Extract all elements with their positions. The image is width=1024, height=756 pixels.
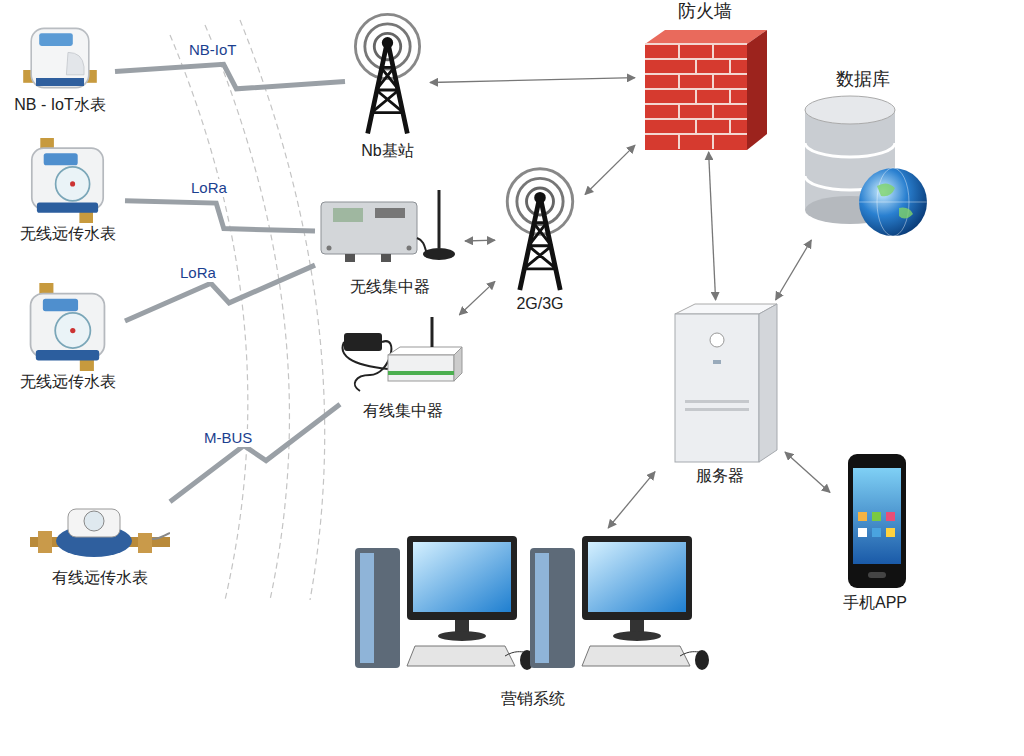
meter-node: 有线远传水表	[30, 495, 170, 589]
device-label: 手机APP	[830, 592, 920, 614]
dashed-arc	[205, 25, 289, 600]
data-arrow	[459, 281, 495, 315]
device-illustration	[635, 22, 775, 152]
wireless-link	[170, 404, 340, 502]
protocol-label: M-BUS	[201, 429, 255, 447]
database-icon	[795, 90, 930, 240]
protocol-label: LoRa	[177, 264, 219, 282]
device-illustration	[315, 188, 465, 276]
device-illustration	[355, 528, 710, 688]
device-illustration	[495, 163, 585, 293]
device-illustration	[340, 315, 465, 400]
dashed-arc	[240, 20, 325, 600]
device-label: 无线远传水表	[10, 223, 125, 245]
device-label: Nb基站	[345, 140, 430, 162]
device-label: 有线远传水表	[30, 567, 170, 589]
tower-icon	[345, 5, 430, 140]
data-arrow	[465, 240, 495, 242]
wireless-link	[125, 201, 315, 231]
protocol-label: LoRa	[188, 179, 230, 197]
device-label: NB - IoT水表	[5, 94, 115, 116]
firewall-node: 防火墙	[635, 0, 775, 152]
concentrator-node: 无线集中器	[315, 188, 465, 298]
server-node: 服务器	[655, 300, 785, 487]
server-icon	[655, 300, 785, 465]
data-arrow	[709, 152, 716, 300]
database-node: 数据库	[795, 68, 930, 240]
meter-node: 无线远传水表	[10, 283, 125, 393]
tower-node: Nb基站	[345, 5, 430, 162]
data-arrow	[785, 452, 830, 493]
dashed-arc	[170, 35, 248, 600]
device-label: 服务器	[655, 465, 785, 487]
protocol-label: NB-IoT	[186, 41, 240, 59]
wireless-link	[125, 265, 315, 321]
wired-meter-icon	[30, 495, 170, 567]
meter-node: 无线远传水表	[10, 138, 125, 245]
device-illustration	[10, 283, 125, 371]
tower-node: 2G/3G	[495, 163, 585, 315]
computers-node: 营销系统	[355, 528, 710, 710]
wired-concentrator-icon	[340, 315, 465, 400]
data-arrow	[608, 472, 655, 528]
device-label: 数据库	[795, 68, 930, 90]
nb-meter-icon	[5, 22, 115, 94]
phone-node: 手机APP	[830, 452, 920, 614]
device-illustration	[830, 452, 920, 592]
firewall-icon	[635, 22, 775, 152]
meter-node: NB - IoT水表	[5, 22, 115, 116]
data-arrow	[430, 78, 635, 83]
concentrator-node: 有线集中器	[340, 315, 465, 422]
device-label: 无线远传水表	[10, 371, 125, 393]
phone-icon	[830, 452, 920, 592]
device-illustration	[795, 90, 930, 240]
wireless-link	[115, 64, 345, 89]
water-meter-icon	[10, 138, 125, 223]
device-illustration	[5, 22, 115, 94]
device-label: 无线集中器	[315, 276, 465, 298]
data-arrow	[776, 240, 812, 300]
device-illustration	[655, 300, 785, 465]
tower-icon	[495, 163, 585, 293]
device-label: 有线集中器	[340, 400, 465, 422]
wireless-concentrator-icon	[315, 188, 465, 276]
data-arrow	[585, 145, 635, 194]
water-meter-icon	[10, 283, 125, 371]
device-illustration	[345, 5, 430, 140]
device-illustration	[30, 495, 170, 567]
device-label: 防火墙	[635, 0, 775, 22]
device-label: 2G/3G	[495, 293, 585, 315]
device-label: 营销系统	[355, 688, 710, 710]
device-illustration	[10, 138, 125, 223]
computers-icon	[355, 528, 710, 688]
